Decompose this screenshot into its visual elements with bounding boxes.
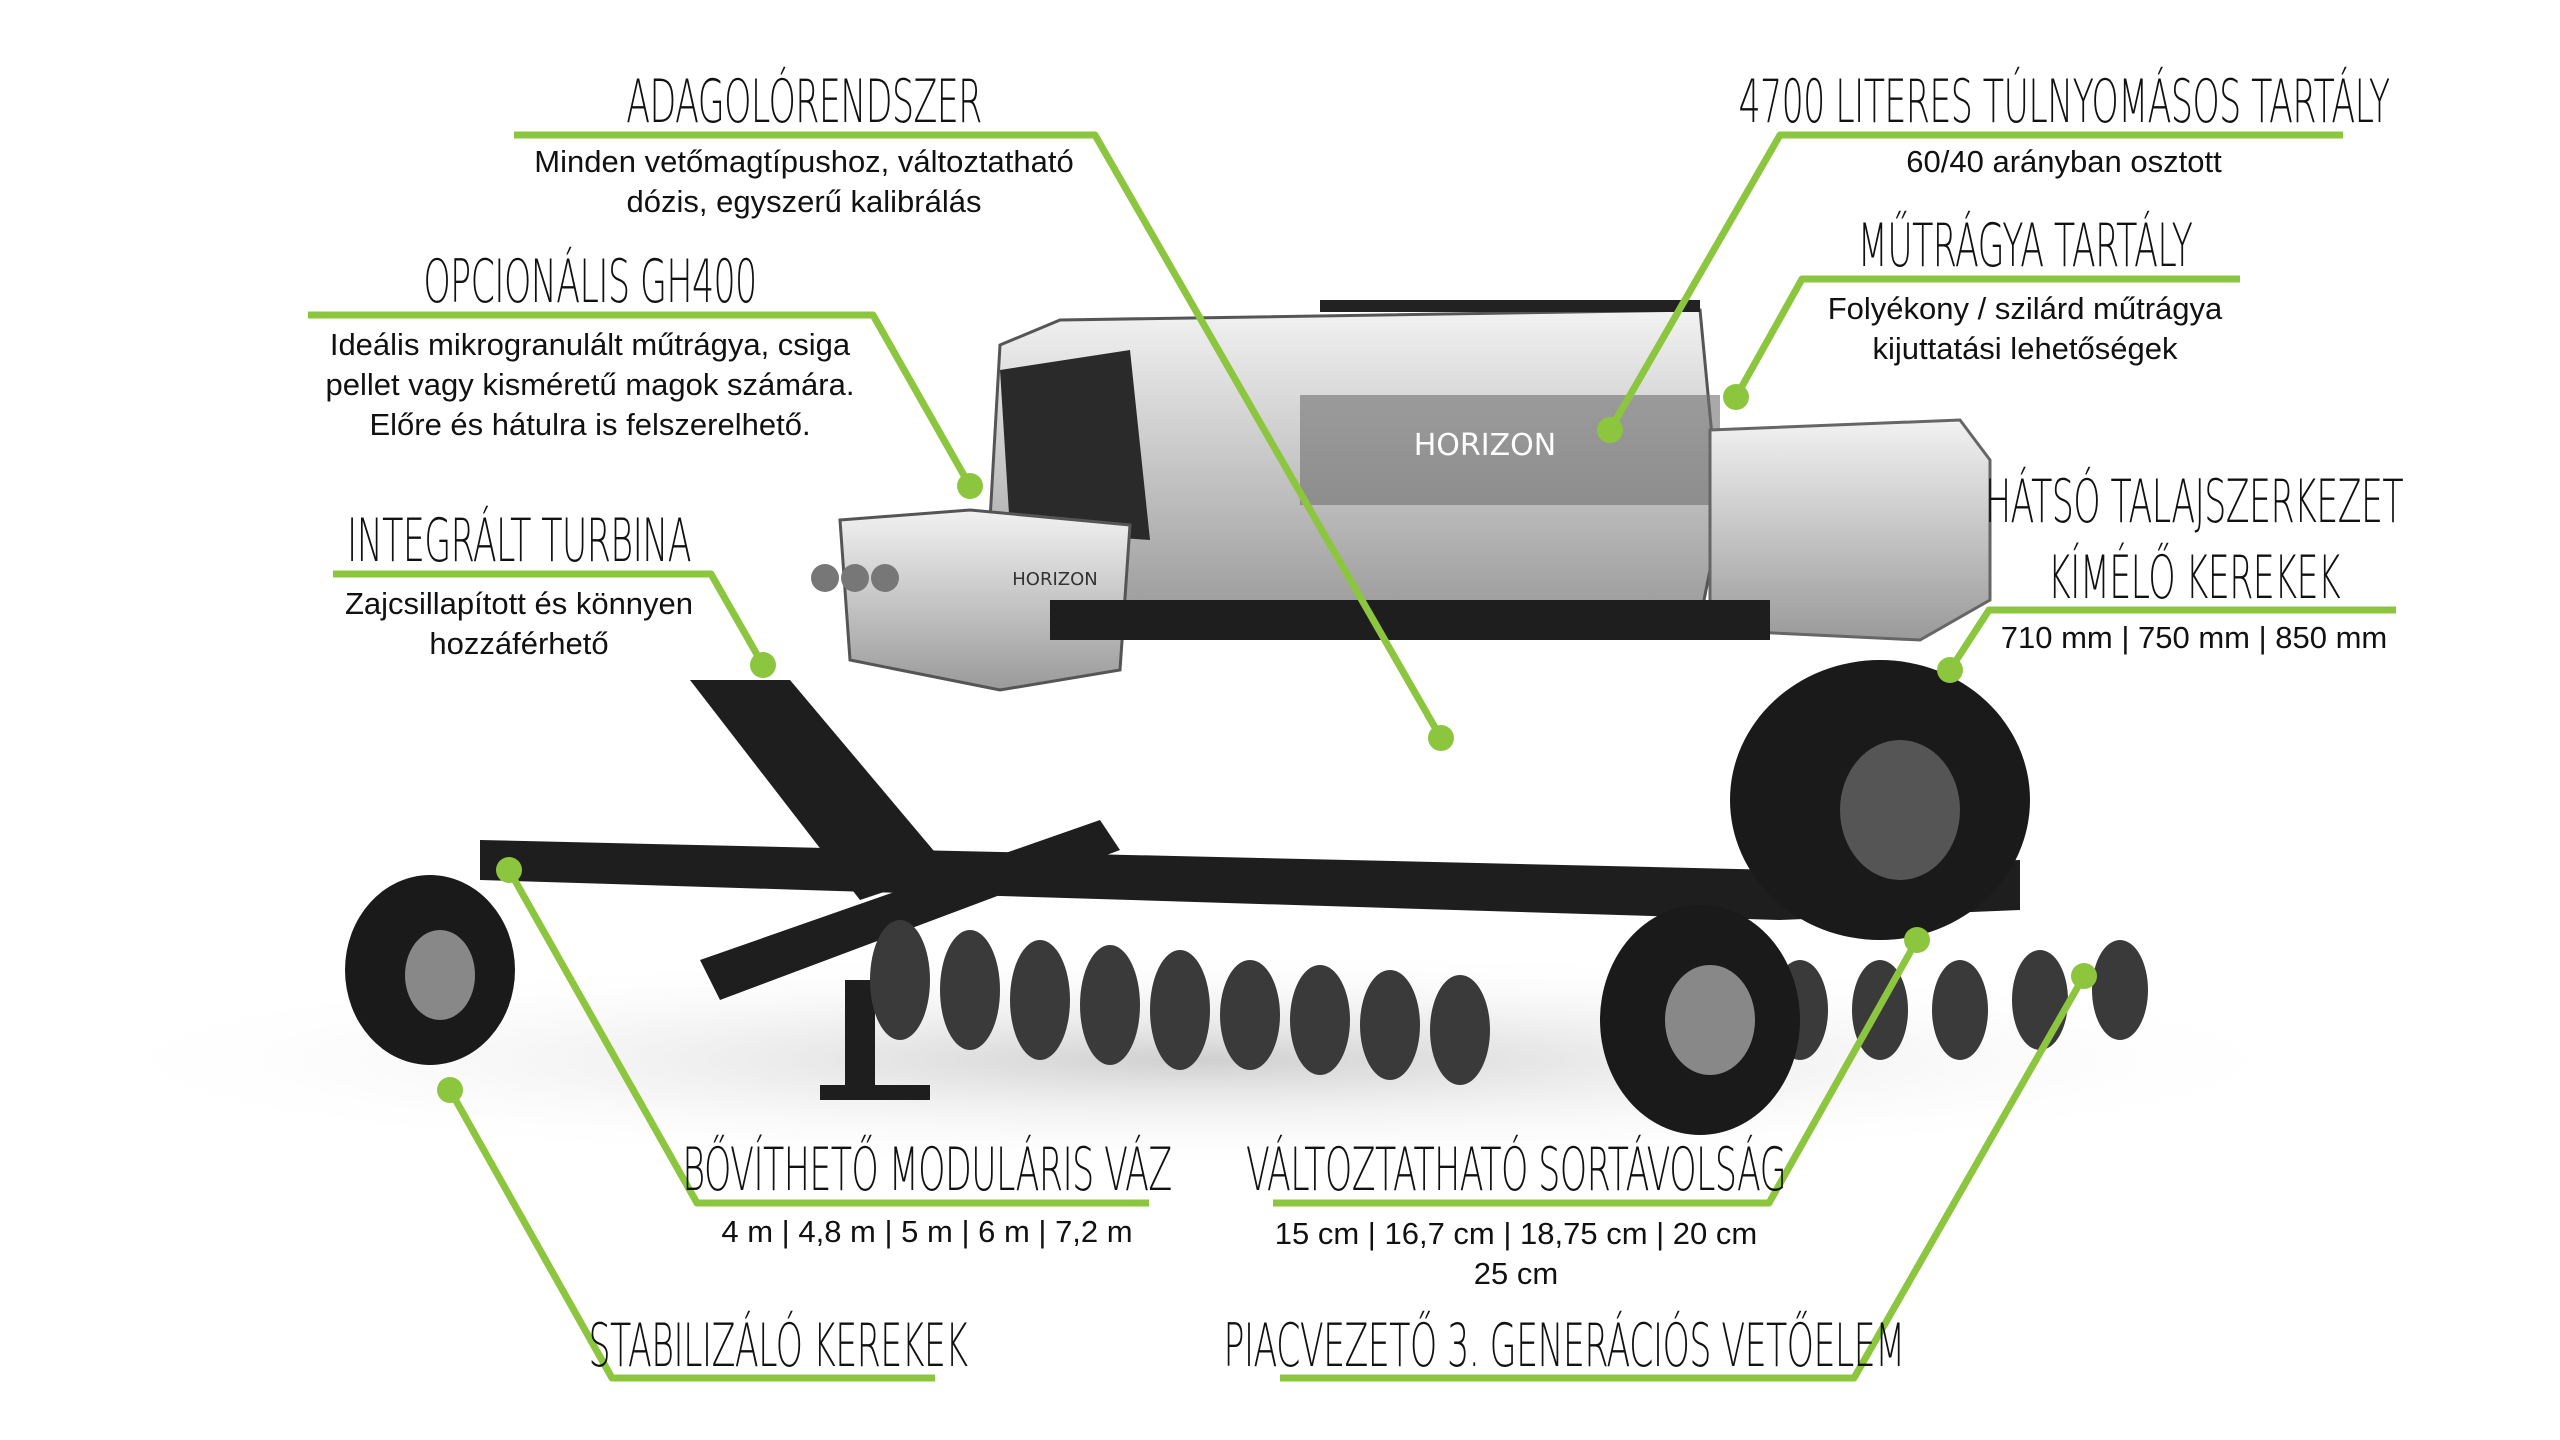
fert-tank-desc: Folyékony / szilárd műtrágya kijuttatási… <box>1828 289 2223 369</box>
desc-line: Ideális mikrogranulált műtrágya, csiga <box>329 327 851 362</box>
leader-rear-wheels <box>1947 606 2396 672</box>
disc-row <box>870 920 2148 1085</box>
metering-title: ADAGOLÓRENDSZER <box>626 67 982 137</box>
desc-line: kijuttatási lehetőségek <box>1872 331 2178 366</box>
gh400-title: OPCIONÁLIS GH400 <box>423 247 757 317</box>
frame-desc: 4 m | 4,8 m | 5 m | 6 m | 7,2 m <box>721 1214 1133 1249</box>
desc-line: hozzáférhető <box>429 626 609 661</box>
callout-dots <box>437 384 2097 1103</box>
tank-desc: 60/40 arányban osztott <box>1906 144 2222 179</box>
desc-line: 15 cm | 16,7 cm | 18,75 cm | 20 cm <box>1274 1216 1758 1251</box>
rear-wheels-desc: 710 mm | 750 mm | 850 mm <box>2000 620 2388 655</box>
leader-fert-tank <box>1732 275 2240 399</box>
leader-seeding-unit <box>1280 974 2088 1382</box>
desc-line: Minden vetőmagtípushoz, változtatható <box>534 144 1074 179</box>
desc-line: pellet vagy kisméretű magok számára. <box>325 367 855 402</box>
leader-gh400 <box>308 311 974 488</box>
turbine-title: INTEGRÁLT TURBINA <box>347 506 692 576</box>
row-spacing-desc: 15 cm | 16,7 cm | 18,75 cm | 20 cm 25 cm <box>1275 1214 1757 1294</box>
callout-lines <box>308 131 2396 1382</box>
seeding-unit-title: PIACVEZETŐ 3. GENERÁCIÓS VETŐELEM <box>1223 1311 1905 1381</box>
row-spacing-title: VÁLTOZTATHATÓ SORTÁVOLSÁG <box>1245 1135 1787 1205</box>
leader-stabilizer <box>446 1088 935 1382</box>
desc-line: Zajcsillapított és könnyen <box>344 586 694 621</box>
metering-desc: Minden vetőmagtípushoz, változtatható dó… <box>534 142 1073 222</box>
leader-frame <box>505 868 1149 1207</box>
fert-tank-title: MŰTRÁGYA TARTÁLY <box>1857 211 2193 281</box>
hopper-logo: HORIZON <box>1012 569 1097 590</box>
tank-title: 4700 LITERES TÚLNYOMÁSOS TARTÁLY <box>1738 67 2390 137</box>
gh400-hopper: HORIZON <box>811 508 1132 692</box>
desc-line: dózis, egyszerű kalibrálás <box>626 184 982 219</box>
brand-logo: HORIZON <box>1414 428 1556 463</box>
wheels <box>345 660 2030 1135</box>
desc-line: Előre és hátulra is felszerelhető. <box>369 407 811 442</box>
stabilizer-title: STABILIZÁLÓ KEREKEK <box>588 1311 969 1381</box>
main-tank: HORIZON <box>988 300 1722 622</box>
leader-tank <box>1606 131 2343 432</box>
leader-row-spacing <box>1273 938 1921 1207</box>
leader-metering <box>514 131 1445 740</box>
desc-line: Folyékony / szilárd műtrágya <box>1827 291 2223 326</box>
desc-line: 25 cm <box>1473 1256 1559 1291</box>
gh400-desc: Ideális mikrogranulált műtrágya, csiga p… <box>326 325 855 445</box>
frame-title: BŐVÍTHETŐ MODULÁRIS VÁZ <box>682 1135 1172 1205</box>
turbine-desc: Zajcsillapított és könnyen hozzáférhető <box>345 584 693 664</box>
frame <box>480 600 2020 1100</box>
rear-wheels-title-1: HÁTSÓ TALAJSZERKEZET <box>1984 467 2404 537</box>
rear-wheels-title-2: KÍMÉLŐ KEREKEK <box>2047 543 2341 613</box>
leader-turbine <box>333 570 767 667</box>
